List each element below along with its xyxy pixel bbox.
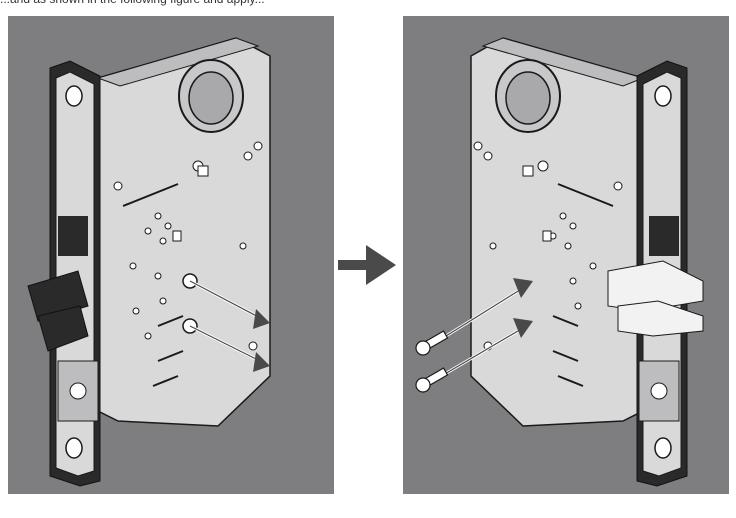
- screw-removal-arrow-lines: [189, 280, 267, 365]
- caption-text: ...and as shown in the following figure …: [0, 0, 736, 9]
- right-lock-panel: [403, 16, 729, 494]
- left-lock-illustration: [27, 37, 271, 487]
- right-lock-illustration: [415, 37, 704, 487]
- arrowhead: [253, 309, 270, 329]
- arrowhead: [513, 318, 533, 338]
- mounting-holes: [473, 141, 623, 351]
- screws: [415, 330, 449, 393]
- latch-bolt: [607, 260, 704, 312]
- left-lock-panel: [8, 16, 334, 494]
- right-arrow-icon: [338, 220, 398, 310]
- arrowhead: [513, 278, 533, 298]
- arrowhead: [253, 352, 270, 372]
- lock-body-top: [96, 37, 260, 87]
